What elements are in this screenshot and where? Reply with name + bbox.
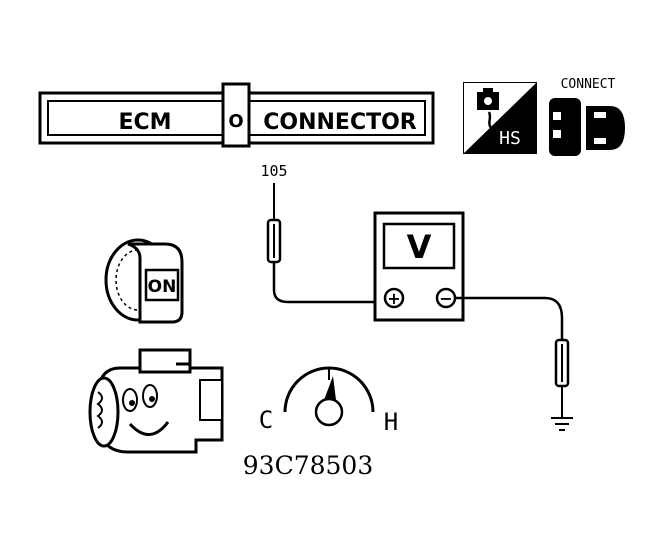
positive-terminal-label: + [387, 289, 400, 308]
connect-label: CONNECT [561, 77, 616, 92]
terminal-number: 105 [260, 162, 287, 180]
gauge-hot-label: H [384, 408, 398, 436]
engine-icon [477, 88, 499, 129]
connect-badge: CONNECT [549, 77, 625, 156]
ecm-connector-bar: ECM O CONNECTOR [38, 82, 435, 148]
figure-code: 93C78503 [243, 451, 373, 480]
engine-face-icon [88, 348, 224, 454]
hs-label: HS [499, 128, 521, 149]
connector-plug-icon [549, 98, 625, 156]
connector-label: CONNECTOR [263, 110, 417, 135]
probe-wire: 105 [260, 162, 376, 304]
voltmeter: V + − [373, 211, 465, 322]
negative-terminal-label: − [439, 289, 452, 308]
ground-symbol-icon [551, 417, 573, 431]
ignition-on-label: ON [148, 277, 177, 297]
positive-terminal [383, 287, 405, 309]
ground-wire [455, 296, 573, 431]
voltmeter-display: V [407, 228, 432, 266]
ecm-label: ECM [118, 110, 171, 135]
temperature-gauge-icon: C H [259, 366, 398, 436]
ignition-key-icon: ON [104, 238, 184, 324]
connector-pin-symbol: O [228, 111, 243, 132]
gauge-cold-label: C [259, 406, 273, 434]
hot-start-badge: HS [463, 82, 537, 154]
